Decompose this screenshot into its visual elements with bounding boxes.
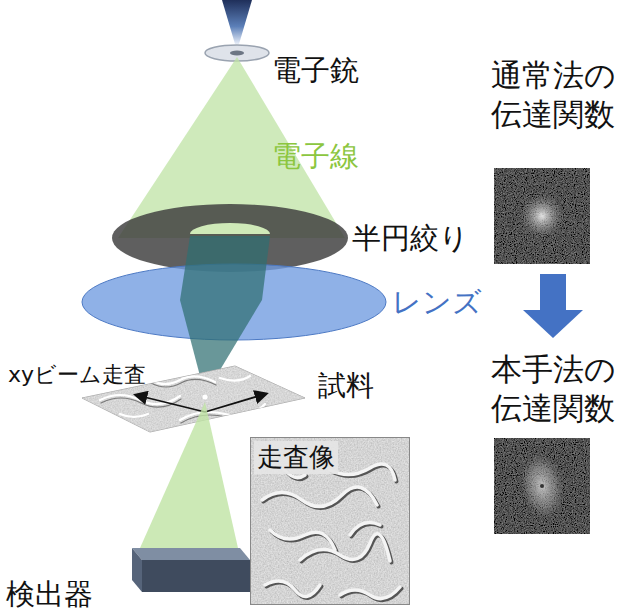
aperture-opening [190,223,270,234]
part-label: 半円絞り [352,222,469,255]
image-panel: 走査像 [250,437,410,605]
image-title: 走査像 [254,441,338,474]
beam-focus [203,395,208,400]
block-arrow [540,274,566,310]
part-label: 電子線 [272,140,359,173]
transfer-function-conventional [494,168,590,264]
part-label: xyビーム走査 [8,362,146,387]
detector [142,560,250,592]
part-label: 検出器 [6,578,93,611]
scan-image [250,437,410,605]
part-label: 試料 [318,370,374,402]
scan-arrows [140,395,262,412]
anode-hole [230,51,244,56]
part-label: レンズ [392,286,482,319]
detector-top [132,548,250,560]
figure-panel: 通常法の 伝達関数 [480,56,626,268]
electron-gun [222,0,252,44]
figure-panel: 本手法の 伝達関数 [480,342,626,534]
panel-heading: 本手法の 伝達関数 [480,350,626,428]
panel-heading: 通常法の 伝達関数 [480,56,626,134]
detector-side [132,548,142,592]
transfer-function-proposed [494,438,590,534]
part-label: 電子銃 [272,54,359,87]
transmitted-beam [140,402,238,548]
